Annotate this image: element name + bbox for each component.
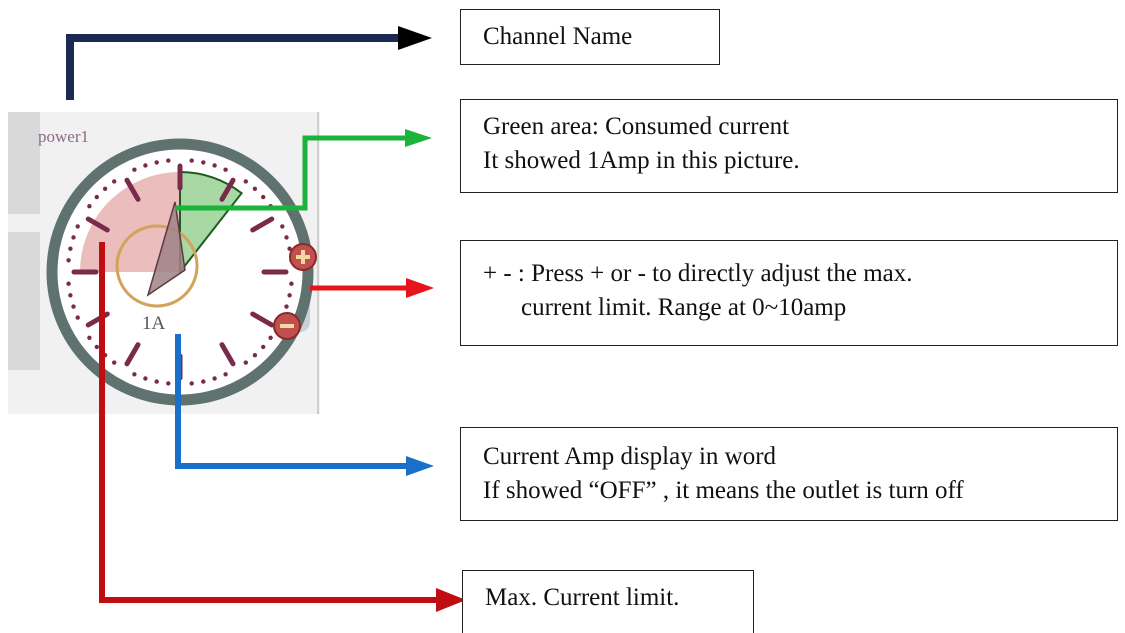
plus-minus-note-line-1: + - : Press + or - to directly adjust th… [483,260,913,287]
annotation-connectors [66,26,466,612]
dial-minor-dot [287,293,292,298]
dial-minor-dot [87,335,92,340]
dial-minor-dot [189,158,194,163]
dial-minor-dot [132,167,137,172]
amp-display-note-line-1: Current Amp display in word [483,443,777,470]
current-amp-readout: 1A [142,313,166,334]
dial-minor-dot [68,246,73,251]
max-limit-arrowhead [436,588,466,612]
amp-display-note-line-2: If showed “OFF” , it means the outlet is… [483,477,964,504]
dial-major-tick [85,216,110,233]
max-limit-connector [99,242,440,603]
dial-major-tick [124,342,141,367]
consumed-current-arrowhead [405,129,432,147]
consumed-current-note: Green area: Consumed current It showed 1… [460,99,1118,193]
inner-gauge-circle [115,224,199,308]
dial-minor-dot [284,235,289,240]
dial-minor-dot [166,381,171,386]
dial-minor-dot [201,160,206,165]
dial-minor-dot [112,360,117,365]
dial-minor-dot [102,186,108,191]
plus-minus-note-line-2: current limit. Range at 0~10amp [521,294,847,321]
dial-minor-dot [75,315,80,320]
dial-minor-dot [66,258,71,263]
dial-minor-dot [71,235,76,240]
plus-icon [296,250,310,264]
dial-minor-dot [143,163,148,168]
dial-minor-dot [66,281,71,286]
dial-minor-dot [268,335,273,340]
dial-needle [146,201,186,297]
dial-minor-dot [143,376,148,381]
decrease-limit-button[interactable] [273,312,301,340]
consumed-current-connector [175,135,408,211]
dial-minor-dot [87,204,92,209]
dial-major-tick [250,311,275,328]
dial-minor-dot [166,158,171,163]
dial-minor-dot [261,344,266,350]
channel-name-arrowhead [398,26,432,50]
dial-major-tick [219,342,236,367]
increase-limit-button[interactable] [289,243,317,271]
dial-minor-dot [223,372,228,377]
dial-minor-dot [94,194,100,200]
dial-minor-dot [189,381,194,386]
dial-major-tick [124,177,141,202]
max-limit-note: Max. Current limit. [462,570,754,633]
dial-minor-dot [75,224,80,229]
plus-minus-note: + - : Press + or - to directly adjust th… [460,240,1118,346]
consumed-current-note-line-2: It showed 1Amp in this picture. [483,147,800,174]
dial-minor-dot [71,304,76,309]
dial-minor-dot [252,353,258,358]
dial-minor-dot [284,304,289,309]
dial-minor-dot [212,163,217,168]
dial-minor-dot [94,344,100,350]
amp-display-connector [175,334,410,469]
amp-display-arrowhead [406,456,434,476]
dial-minor-dot [261,194,266,200]
dial-minor-dot [252,186,258,191]
dial-minor-dot [287,246,292,251]
minus-icon [280,324,294,328]
dial-minor-dot [243,360,248,365]
dial-minor-ticks [66,158,294,386]
widget-side-tab-bottom [8,232,40,370]
dial-minor-dot [243,179,248,184]
plus-minus-arrowhead [406,278,434,298]
dial-major-tick [250,216,275,233]
dial-minor-dot [132,372,137,377]
dial-minor-dot [289,281,294,286]
dial-widget: power1 1A [8,112,320,414]
dial-minor-dot [154,160,159,165]
dial-major-tick [219,177,236,202]
max-limit-note-line: Max. Current limit. [485,584,680,611]
dial-minor-dot [280,224,285,229]
amp-display-note: Current Amp display in word If showed “O… [460,427,1118,521]
channel-name-note-line: Channel Name [483,23,633,50]
channel-name-note: Channel Name [460,9,720,65]
channel-name-text: power1 [38,127,89,146]
dial-minor-dot [68,293,73,298]
consumed-current-note-line-1: Green area: Consumed current [483,113,790,140]
dial-minor-dot [112,179,117,184]
dial-minor-dot [201,379,206,384]
channel-name-connector [66,34,408,100]
dial-minor-dot [223,167,228,172]
widget-side-tab-top [8,112,40,214]
dial-minor-dot [212,376,217,381]
dial-minor-dot [154,379,159,384]
